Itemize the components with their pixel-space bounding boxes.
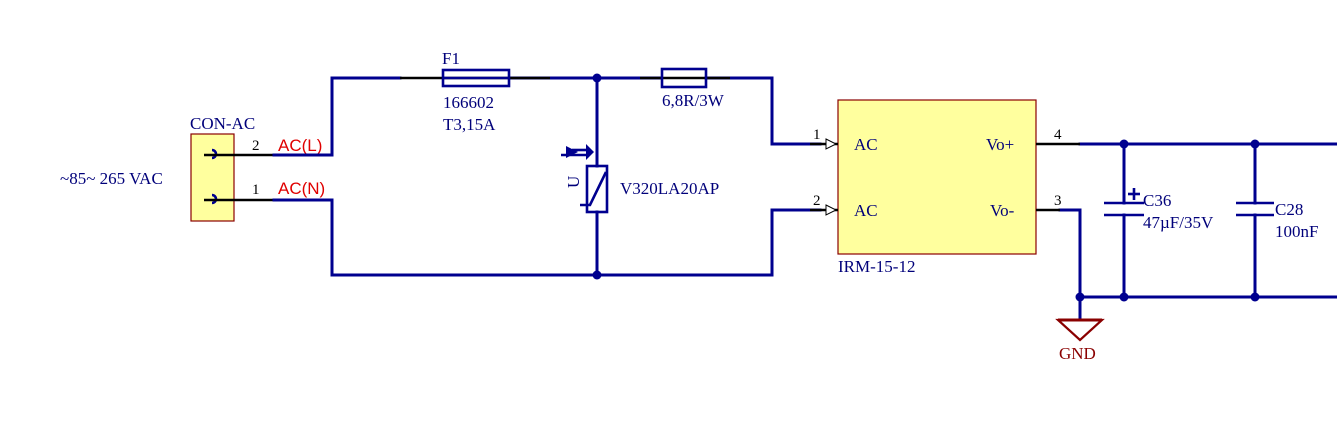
ground-label: GND	[1059, 344, 1096, 363]
varistor-part: V320LA20AP	[620, 179, 719, 198]
module-pin-3-number: 3	[1054, 193, 1062, 209]
capacitor-c28[interactable]: C28 100nF	[1236, 200, 1318, 241]
module-pin-vo-plus-label: Vo+	[986, 135, 1014, 154]
input-voltage-label: ~85~ 265 VAC	[60, 169, 163, 188]
net-label-ac-n: AC(N)	[278, 179, 325, 198]
varistor-symbol-letter: U	[564, 176, 583, 188]
fuse-ref: F1	[442, 49, 460, 68]
fuse-f1[interactable]: F1 166602 T3,15A	[400, 49, 550, 134]
wires	[272, 76, 1337, 322]
module-irm-15-12[interactable]: 1 2 4 3 AC AC Vo+ Vo- IRM-15-12	[810, 99, 1080, 276]
module-pin-ac-1-label: AC	[854, 135, 878, 154]
fuse-part: 166602	[443, 93, 494, 112]
c28-value: 100nF	[1275, 222, 1318, 241]
connector-pin-2-number: 2	[252, 138, 260, 154]
c36-value: 47µF/35V	[1143, 213, 1214, 232]
connector-name: CON-AC	[190, 114, 255, 133]
resistor-value: 6,8R/3W	[662, 91, 725, 110]
module-name: IRM-15-12	[838, 257, 915, 276]
module-pin-1-number: 1	[813, 127, 821, 143]
capacitor-c36[interactable]: C36 47µF/35V	[1104, 188, 1214, 232]
module-pin-4-number: 4	[1054, 127, 1062, 143]
resistor[interactable]: 6,8R/3W	[640, 67, 730, 110]
junction-dots	[592, 73, 1260, 302]
net-label-ac-l: AC(L)	[278, 136, 322, 155]
module-pin-2-number: 2	[813, 193, 821, 209]
connector-con-ac[interactable]: CON-AC 2 1	[190, 114, 274, 222]
ground-symbol[interactable]: GND	[1055, 318, 1105, 363]
varistor[interactable]: U V320LA20AP	[561, 144, 719, 214]
module-pin-vo-minus-label: Vo-	[990, 201, 1015, 220]
module-pin-ac-2-label: AC	[854, 201, 878, 220]
fuse-rating: T3,15A	[443, 115, 496, 134]
c36-ref: C36	[1143, 191, 1171, 210]
connector-pin-1-number: 1	[252, 182, 260, 198]
c28-ref: C28	[1275, 200, 1303, 219]
